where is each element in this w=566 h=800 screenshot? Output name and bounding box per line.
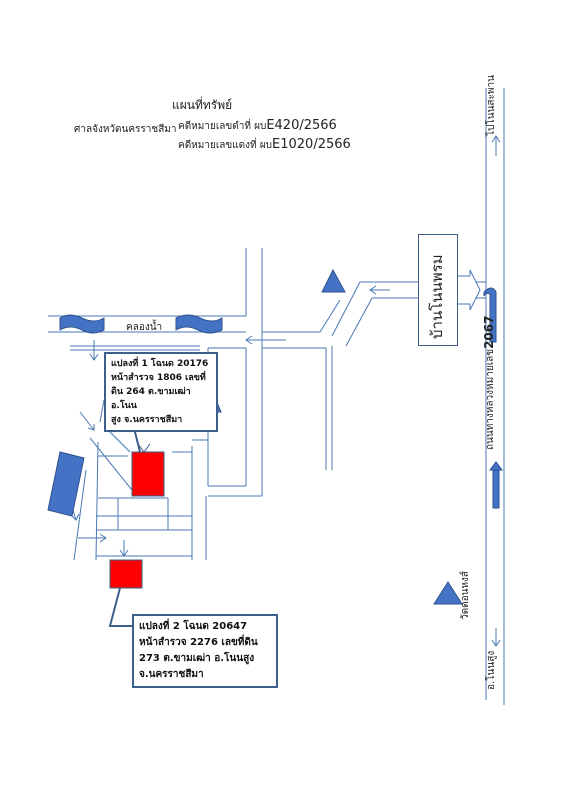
parcel-2-note: แปลงที่ 2 โฉนด 20647 หน้าสำรวจ 2276 เลขท… [132,614,278,688]
landmark-triangle-icon [321,268,346,293]
direction-arrow [491,639,501,647]
village-arrow-icon [455,269,481,311]
highway-turn-arrow-icon [483,287,497,343]
black-case-prefix: คดีหมายเลขดำที่ ผบ [178,121,267,132]
direction-arrow [369,285,377,295]
temple-triangle-icon [433,581,463,605]
map-title: แผนที่ทรัพย์ [172,98,233,112]
red-case-value: E1020/2566 [272,137,351,152]
highway-arrow-icon [492,465,500,509]
parcel-1-line: หน้าสำรวจ 1806 เลขที่ [111,373,206,383]
canal-edge [319,299,341,333]
road-name: ถนนทางหลวงหมายเลข [485,348,496,450]
road-segment [95,441,99,561]
road-segment [345,297,373,347]
road-label: ถนนทางหลวงหมายเลข2067 [482,316,498,450]
road-segment [331,281,361,337]
parcel-2-line: จ.นครราชสีมา [139,669,204,680]
parcel-2-leader [108,587,132,627]
parcel-1-marker [131,451,165,497]
direction-arrow [491,135,501,143]
road-number: 2067 [482,315,496,349]
village-label: บ้านโนนพรม [428,254,446,339]
direction-top-label: ไปโนนสะพาน [486,75,497,136]
canal-wave-icon [59,314,105,334]
water-block-icon [47,451,85,517]
road-segment [73,469,87,561]
direction-arrow [119,549,129,557]
black-case-number: คดีหมายเลขดำที่ ผบE420/2566 [178,118,337,134]
parcel-2-line: หน้าสำรวจ 2276 เลขที่ดิน [139,637,258,648]
direction-arrow [79,411,95,431]
parcel-2-marker [109,559,143,589]
black-case-value: E420/2566 [266,118,337,133]
canal-wave-icon [175,314,223,334]
parcel-1-line: ดิน 264 ต.ขามเฒ่า อ.โนน [111,387,191,411]
direction-arrow [87,424,95,431]
direction-arrow [245,335,253,345]
parcel-1-line: สูง จ.นครราชสีมา [111,415,183,425]
village-box: บ้านโนนพรม [418,234,458,346]
parcel-2-line: 273 ต.ขามเฒ่า อ.โนนสูง [139,653,255,664]
arrow-icon [137,443,151,453]
red-case-number: คดีหมายเลขแดงที่ ผบE1020/2566 [178,137,351,153]
road-segment [99,399,105,423]
highway-arrow-icon [489,461,503,471]
direction-arrow [89,353,99,361]
court-name: ศาลจังหวัดนครราชสีมา [74,124,177,135]
parcel-1-note: แปลงที่ 1 โฉนด 20176 หน้าสำรวจ 1806 เลขท… [104,352,218,432]
direction-arrow [71,513,80,521]
temple-label: วัดดอนหงส์ [460,570,471,620]
road-segment [107,429,131,453]
parcel-1-line: แปลงที่ 1 โฉนด 20176 [111,359,209,369]
direction-arrow [99,533,107,543]
parcel-2-line: แปลงที่ 2 โฉนด 20647 [139,621,248,632]
direction-bottom-label: อ.โนนสูง [486,650,497,690]
red-case-prefix: คดีหมายเลขแดงที่ ผบ [178,140,273,151]
road-segment [89,437,133,491]
canal-label: คลองน้ำ [126,322,163,333]
